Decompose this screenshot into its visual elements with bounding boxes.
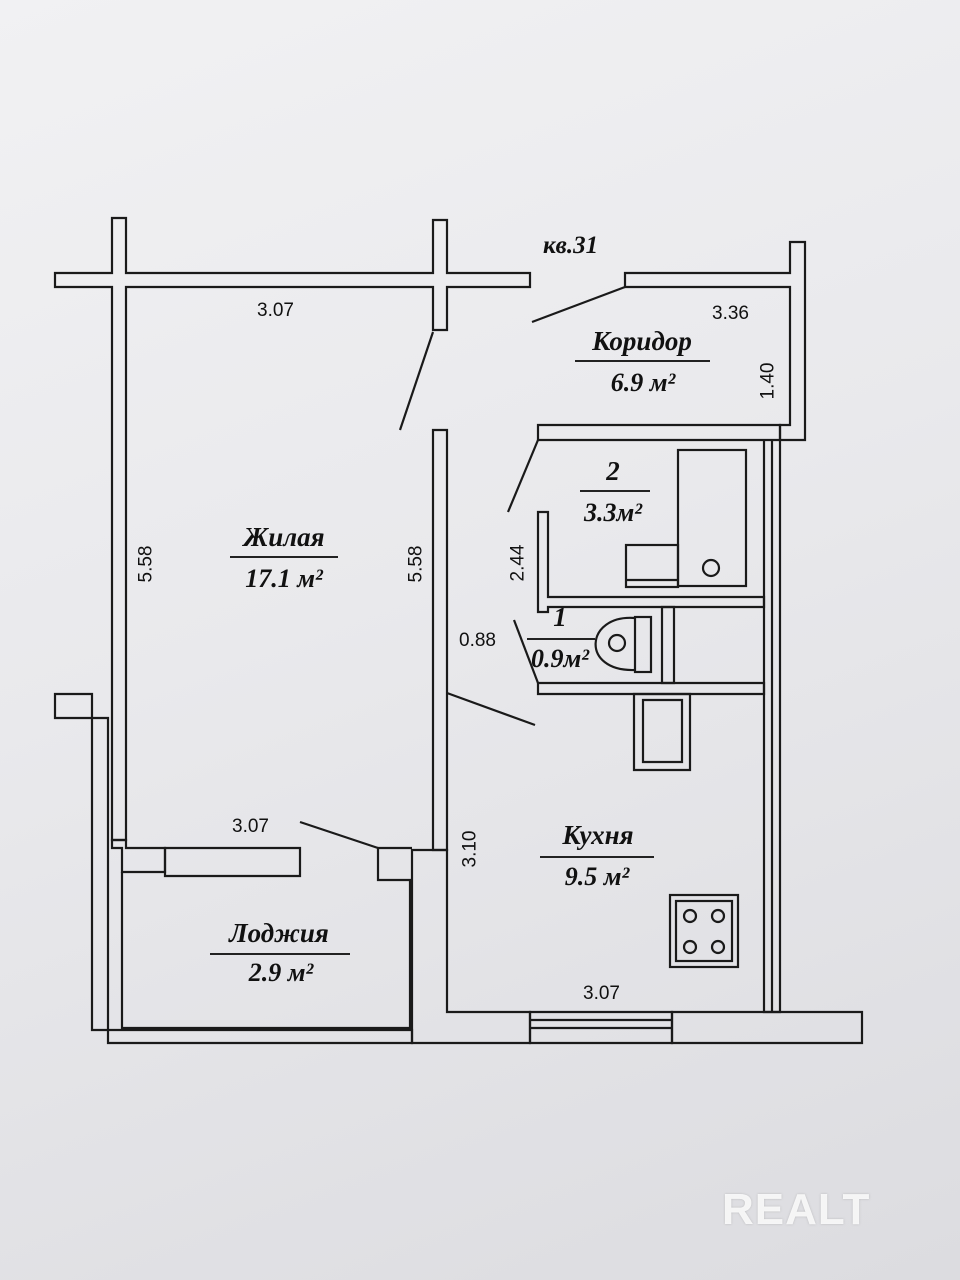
kitchen-window (528, 1010, 674, 1045)
bathroom-area: 3.3м² (583, 498, 643, 527)
realt-watermark: REALT (722, 1185, 871, 1234)
door-entry (531, 285, 626, 324)
dim-living-right: 5.58 (405, 545, 427, 583)
sink (624, 543, 680, 589)
kitchen-rule (540, 856, 654, 858)
living-room-area: 17.1 м² (245, 564, 323, 593)
toilet-side-wall (660, 605, 676, 685)
kitchen-cabinet (632, 692, 692, 772)
door-toilet (512, 619, 540, 684)
corridor-rule (575, 360, 710, 362)
loggia-inner (110, 838, 167, 874)
apartment-label: кв.31 (543, 232, 599, 259)
dim-living-bottom: 3.07 (232, 816, 269, 837)
dim-corridor-depth: 1.40 (757, 362, 779, 400)
toilet-tank (633, 615, 653, 674)
toilet-partition (536, 681, 766, 696)
toilet-rule (527, 638, 595, 640)
corridor-area: 6.9 м² (610, 368, 676, 397)
dim-bath-height: 2.44 (507, 544, 529, 582)
loggia-window (163, 846, 302, 878)
dim-living-top: 3.07 (257, 300, 294, 321)
bath-partition (536, 510, 766, 614)
dim-corridor-width: 3.36 (712, 303, 749, 324)
door-bath (506, 439, 540, 513)
loggia-name: Лоджия (229, 918, 329, 948)
toilet-number: 1 (553, 602, 567, 632)
loggia-outline (53, 692, 414, 1045)
kitchen-bottom-wall (410, 848, 532, 1045)
bath-drain (701, 558, 721, 578)
dim-passage: 0.88 (459, 630, 496, 651)
kitchen-right-wall-ext (670, 1010, 864, 1045)
dim-living-left: 5.58 (135, 545, 157, 583)
toilet-area: 0.9м² (530, 644, 590, 673)
corridor-name: Коридор (592, 326, 692, 356)
loggia-area: 2.9 м² (248, 958, 314, 987)
living-kitchen-wall (431, 428, 449, 852)
loggia-rule (210, 953, 350, 955)
bathroom-rule (580, 490, 650, 492)
door-kitchen (446, 691, 536, 727)
dim-kitchen-bottom: 3.07 (583, 983, 620, 1004)
kitchen-area: 9.5 м² (564, 862, 630, 891)
dim-kitchen-left: 3.10 (459, 830, 481, 868)
bathroom-number: 2 (606, 456, 620, 486)
door-living (398, 331, 435, 431)
living-room-name: Жилая (243, 522, 325, 552)
stove (668, 893, 740, 969)
door-loggia (299, 820, 379, 850)
bathtub (676, 448, 748, 588)
kitchen-name: Кухня (562, 820, 634, 850)
bathroom-wall (536, 423, 782, 1014)
toilet-bowl (594, 616, 636, 672)
living-room-rule (230, 556, 338, 558)
